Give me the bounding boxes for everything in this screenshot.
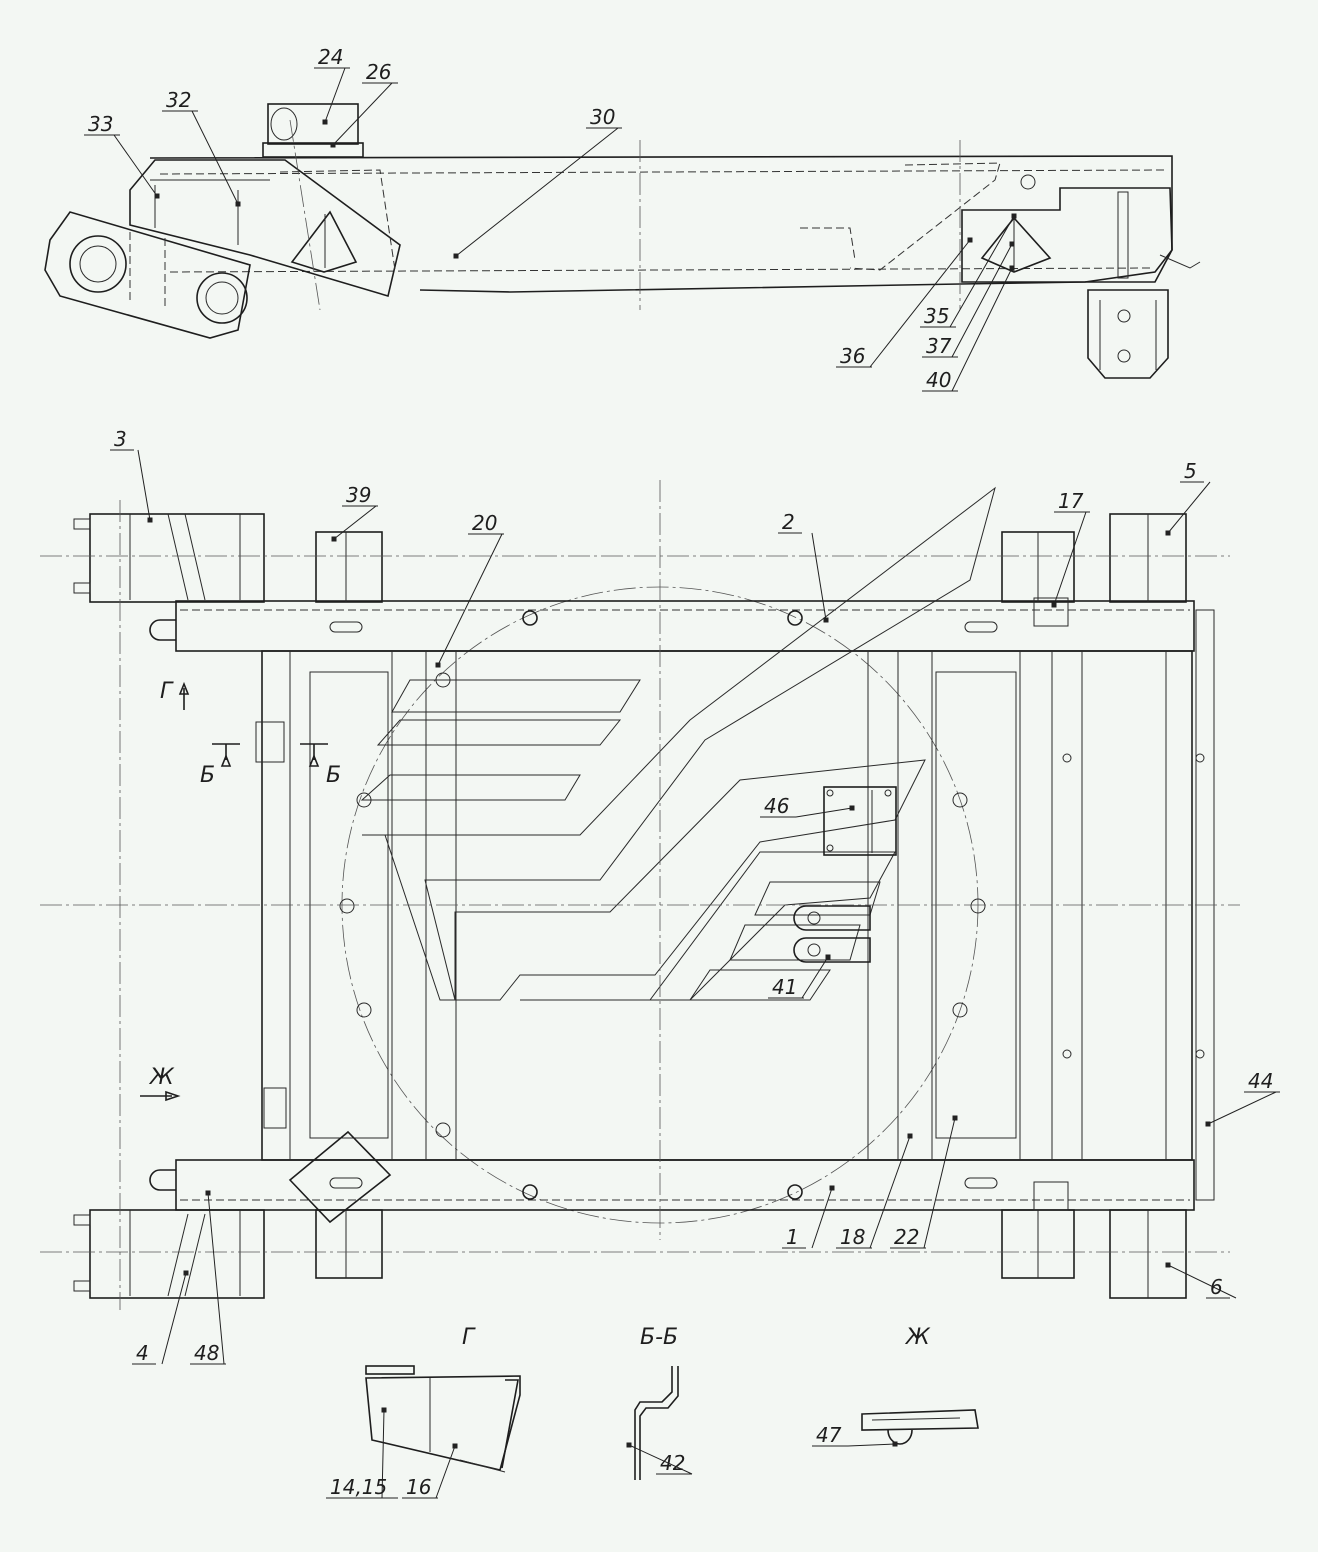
callout-target-dot [1165,1262,1171,1268]
callout-target-dot [967,237,973,243]
callout-leader-line [836,239,971,368]
plan-view [40,480,1240,1310]
callout-target-dot [154,193,160,199]
callout-number: 41 [772,975,797,999]
callout-target-dot [435,662,441,668]
callout-leader-line [84,134,158,197]
callout-leader-line [190,1192,226,1365]
callout-leader-line [1053,511,1090,606]
callout-number: 24 [318,45,343,69]
callout-target-dot [626,1442,632,1448]
side-view [44,103,1201,379]
callout-leader-line [402,1445,456,1499]
callout-target-dot [1165,530,1171,536]
callout-leader-line [1207,1091,1280,1125]
callout-target-dot [1009,265,1015,271]
detail-title-zh: Ж [904,1325,931,1350]
callout-target-dot [452,1443,458,1449]
callout-number: 17 [1058,489,1084,513]
callout-target-dot [381,1407,387,1413]
callout-target-dot [147,517,153,523]
section-marker-b-right: Б [326,763,341,788]
callout-number: 33 [88,112,113,136]
callout-leader-line [768,956,829,999]
callout-number: 5 [1184,459,1197,483]
detail-title-g: Г [462,1325,476,1350]
callout-leader-line [437,533,504,666]
callout-target-dot [829,1185,835,1191]
callout-target-dot [907,1133,913,1139]
section-marker-g: Г [160,679,174,704]
detail-title-bb: Б-Б [640,1325,678,1350]
callout-number: 35 [924,304,949,328]
callout-leader-line [1167,481,1211,534]
callout-number: 46 [764,794,789,818]
callout-leader-line [922,243,1013,358]
callout-target-dot [453,253,459,259]
callout-target-dot [823,617,829,623]
callout-leader-line [778,532,827,621]
callout-leader-line [920,215,1015,328]
callout-target-dot [205,1190,211,1196]
detail-views [365,1365,979,1480]
callout-number: 18 [840,1225,865,1249]
callout-target-dot [1011,213,1017,219]
callout-target-dot [849,805,855,811]
callout-number: 1 [786,1225,799,1249]
callout-number: 37 [926,334,952,358]
callout-target-dot [235,201,241,207]
callout-number: 16 [406,1475,431,1499]
callout-target-dot [1009,241,1015,247]
callout-number: 30 [590,105,615,129]
callout-number: 40 [926,368,951,392]
section-marker-zh: Ж [148,1065,175,1090]
callout-leader-line [314,67,350,123]
callout-leader-line [110,449,151,521]
callout-target-dot [331,536,337,542]
callout-number: 47 [816,1423,842,1447]
callout-target-dot [825,954,831,960]
callout-leader-line [922,267,1013,392]
callout-target-dot [1205,1121,1211,1127]
callout-number: 20 [472,511,497,535]
callout-number: 6 [1210,1275,1223,1299]
callout-number: 14,15 [330,1475,387,1499]
callout-target-dot [1051,602,1057,608]
callout-number: 3 [114,427,127,451]
callout-target-dot [952,1115,958,1121]
callout-target-dot [330,142,336,148]
callout-number: 39 [346,483,371,507]
callout-leader-line [455,127,622,257]
callout-target-dot [322,119,328,125]
callout-leader-line [760,807,853,818]
section-marker-b-left: Б [200,763,215,788]
callout-number: 26 [366,60,391,84]
callout-number: 36 [840,344,865,368]
callout-leader-line [812,1443,896,1447]
callout-leader-line [890,1117,956,1249]
callout-number: 22 [894,1225,919,1249]
callout-labels: 24 26 30 32 33 35 36 37 40 1 2 3 4 5 6 17 18 20 22 39 41 44 46… [84,45,1280,1499]
callout-leader-line [326,1409,398,1499]
callout-target-dot [892,1441,898,1447]
callout-number: 4 [136,1341,149,1365]
callout-number: 2 [782,510,795,534]
callout-leader-line [628,1444,693,1475]
callout-target-dot [183,1270,189,1276]
callout-leader-line [782,1187,833,1249]
callout-number: 48 [194,1341,219,1365]
callout-number: 42 [660,1451,685,1475]
callout-leader-line [162,110,239,205]
callout-leader-line [1167,1264,1237,1299]
callout-leader-line [333,505,378,540]
callout-leader-line [836,1135,911,1249]
callout-number: 44 [1248,1069,1273,1093]
callout-leader-line [132,1272,187,1365]
callout-leader-line [332,82,398,146]
callout-number: 32 [166,88,191,112]
